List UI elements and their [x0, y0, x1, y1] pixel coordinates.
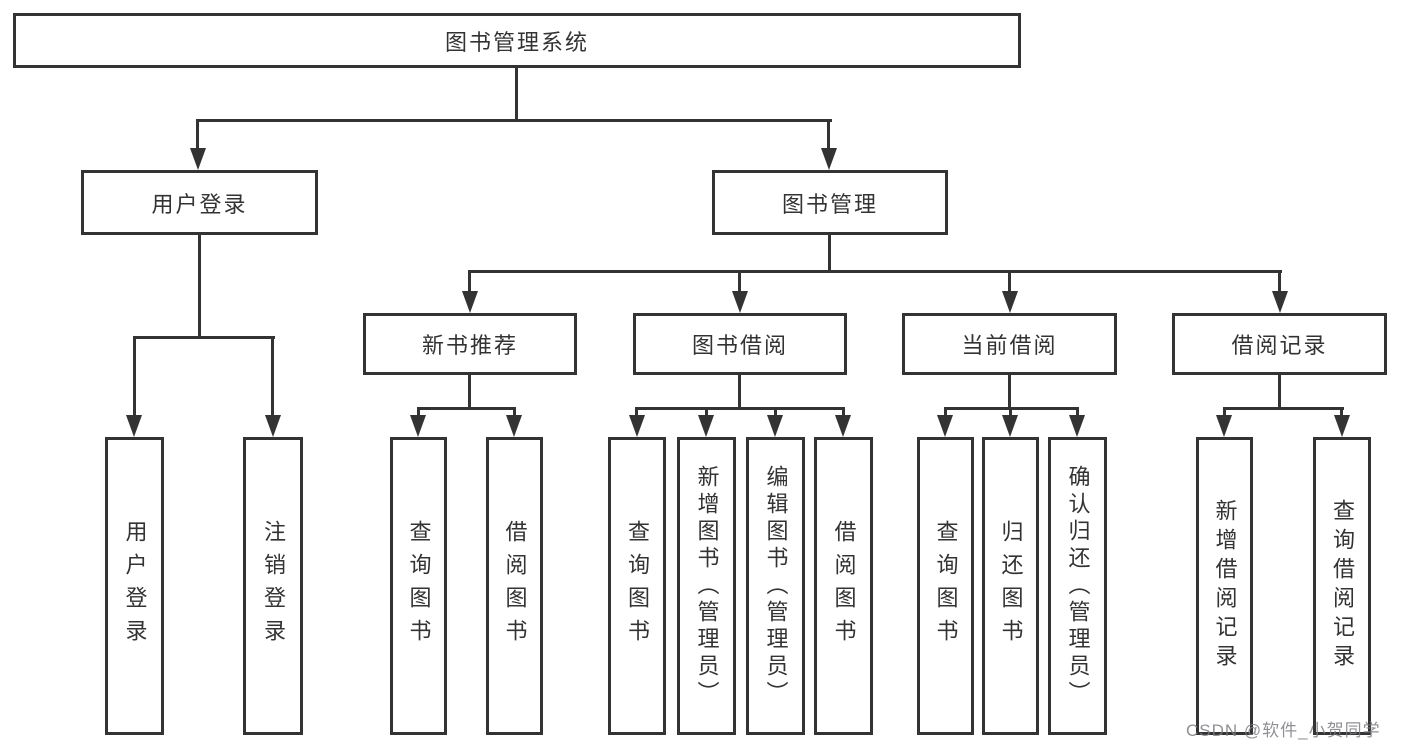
- arrow-down-icon: [1216, 415, 1232, 437]
- node-label: 当前借阅: [961, 333, 1058, 358]
- leaf-add-borrow-record: 新增借阅记录: [1196, 437, 1253, 735]
- arrow-down-icon: [506, 415, 522, 437]
- borrow-record-node: 借阅记录: [1172, 313, 1387, 375]
- arrow-down-icon: [1334, 415, 1350, 437]
- arrow-down-icon: [190, 148, 206, 170]
- leaf-confirm-return-admin: 确认归还（管理员）: [1048, 437, 1107, 735]
- arrow-down-icon: [835, 415, 851, 437]
- arrow-down-icon: [1002, 291, 1018, 313]
- new-book-recommend-node: 新书推荐: [363, 313, 577, 375]
- connector-line: [1008, 270, 1011, 294]
- node-label: 借阅图书: [831, 520, 857, 652]
- connector-line: [468, 270, 471, 294]
- arrow-down-icon: [410, 415, 426, 437]
- node-label: 注销登录: [261, 520, 286, 652]
- connector-line: [468, 270, 1282, 273]
- leaf-logout-login: 注销登录: [243, 437, 303, 735]
- connector-line: [738, 375, 741, 409]
- connector-line: [196, 119, 199, 150]
- node-label: 用户登录: [151, 191, 248, 217]
- connector-line: [197, 119, 832, 122]
- node-label: 新增图书（管理员）: [694, 464, 720, 708]
- node-label: 图书借阅: [691, 333, 788, 358]
- connector-line: [635, 407, 845, 410]
- leaf-user-login: 用户登录: [105, 437, 164, 735]
- arrow-down-icon: [767, 415, 783, 437]
- node-label: 新书推荐: [421, 333, 518, 358]
- node-label: 确认归还（管理员）: [1065, 464, 1091, 708]
- node-label: 编辑图书（管理员）: [763, 464, 789, 708]
- node-label: 用户登录: [122, 520, 148, 652]
- leaf-query-borrow-record: 查询借阅记录: [1313, 437, 1371, 735]
- csdn-watermark: CSDN @软件_小贺同学: [1186, 721, 1381, 740]
- connector-line: [705, 407, 708, 418]
- connector-line: [417, 407, 516, 410]
- connector-line: [944, 407, 947, 418]
- node-label: 借阅图书: [502, 520, 528, 652]
- node-label: 图书管理: [781, 191, 878, 217]
- connector-line: [1278, 375, 1281, 409]
- leaf-borrow-book-recommend: 借阅图书: [486, 437, 543, 735]
- connector-line: [774, 407, 777, 418]
- node-label: 借阅记录: [1231, 333, 1328, 358]
- leaf-query-book-current: 查询图书: [917, 437, 974, 735]
- leaf-borrow-book: 借阅图书: [814, 437, 873, 735]
- leaf-add-book-admin: 新增图书（管理员）: [677, 437, 736, 735]
- arrow-down-icon: [937, 415, 953, 437]
- leaf-edit-book-admin: 编辑图书（管理员）: [746, 437, 805, 735]
- connector-line: [1009, 407, 1012, 418]
- connector-line: [133, 336, 136, 418]
- leaf-query-book-recommend: 查询图书: [390, 437, 447, 735]
- connector-line: [842, 407, 845, 418]
- node-label: 归还图书: [998, 520, 1024, 652]
- leaf-return-book: 归还图书: [982, 437, 1039, 735]
- connector-line: [1278, 270, 1281, 294]
- arrow-down-icon: [126, 415, 142, 437]
- node-label: 查询图书: [933, 520, 959, 652]
- node-label: 查询图书: [406, 520, 432, 652]
- connector-line: [827, 119, 830, 150]
- arrow-down-icon: [265, 415, 281, 437]
- connector-line: [1340, 407, 1343, 418]
- arrow-down-icon: [1069, 415, 1085, 437]
- connector-line: [417, 407, 420, 418]
- connector-line: [513, 407, 516, 418]
- current-borrow-node: 当前借阅: [902, 313, 1117, 375]
- user-login-node: 用户登录: [81, 170, 318, 235]
- connector-line: [198, 235, 201, 339]
- connector-line: [828, 235, 831, 273]
- connector-line: [1223, 407, 1226, 418]
- connector-line: [468, 375, 471, 409]
- book-management-node: 图书管理: [712, 170, 948, 235]
- arrow-down-icon: [462, 291, 478, 313]
- connector-line: [738, 270, 741, 294]
- connector-line: [515, 68, 518, 122]
- node-label: 图书管理系统: [444, 29, 589, 55]
- node-label: 查询借阅记录: [1330, 499, 1355, 673]
- node-label: 查询图书: [625, 520, 650, 652]
- book-borrow-node: 图书借阅: [633, 313, 847, 375]
- connector-line: [271, 336, 274, 418]
- arrow-down-icon: [732, 291, 748, 313]
- arrow-down-icon: [1272, 291, 1288, 313]
- connector-line: [635, 407, 638, 418]
- leaf-query-book-borrow: 查询图书: [608, 437, 666, 735]
- connector-line: [133, 336, 275, 339]
- connector-line: [1076, 407, 1079, 418]
- connector-line: [1008, 375, 1011, 409]
- connector-line: [1223, 407, 1344, 410]
- node-label: 新增借阅记录: [1212, 499, 1238, 673]
- arrow-down-icon: [698, 415, 714, 437]
- arrow-down-icon: [1002, 415, 1018, 437]
- arrow-down-icon: [629, 415, 645, 437]
- system-root-node: 图书管理系统: [13, 13, 1021, 68]
- arrow-down-icon: [821, 148, 837, 170]
